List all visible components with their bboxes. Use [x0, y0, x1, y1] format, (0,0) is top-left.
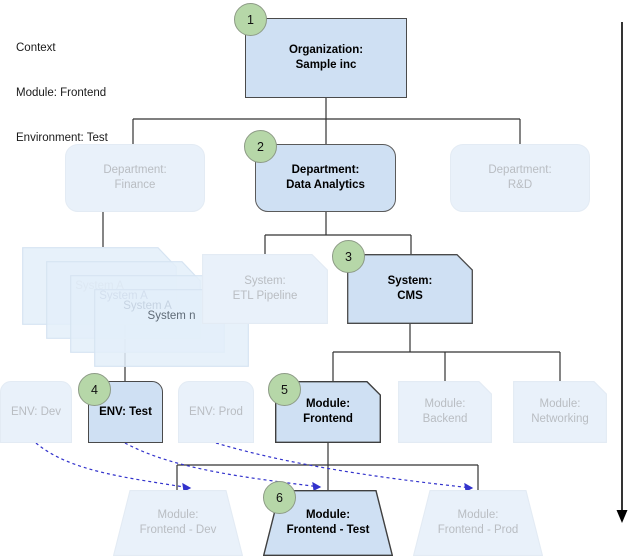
system-stack-label-4: System n: [147, 310, 196, 322]
context-legend: Context Module: Frontend Environment: Te…: [16, 11, 108, 176]
badge-2: 2: [244, 130, 277, 163]
badge-4: 4: [78, 373, 111, 406]
system-stack-label-1: System A: [75, 280, 124, 292]
node-department-data-analytics-label: Department: Data Analytics: [286, 164, 365, 191]
node-system-etl-pipeline[interactable]: System: ETL Pipeline: [202, 254, 328, 324]
context-title: Context: [16, 42, 56, 54]
context-module: Module: Frontend: [16, 87, 107, 99]
node-system-cms[interactable]: System: CMS: [347, 254, 473, 324]
node-department-rd[interactable]: Department: R&D: [450, 144, 590, 212]
node-env-prod-label: ENV: Prod: [189, 405, 243, 418]
downward-flow-arrow: [616, 22, 628, 523]
node-env-test-label: ENV: Test: [99, 405, 152, 418]
system-stack-label-3: System A: [123, 300, 172, 312]
system-stack-label-2: System A: [99, 290, 148, 302]
node-department-rd-label: Department: R&D: [488, 164, 552, 191]
node-department-data-analytics[interactable]: Department: Data Analytics: [255, 144, 396, 212]
node-module-backend[interactable]: Module: Backend: [398, 381, 492, 443]
node-department-finance-label: Department: Finance: [103, 164, 167, 191]
node-module-networking[interactable]: Module: Networking: [513, 381, 607, 443]
badge-5: 5: [268, 373, 301, 406]
node-env-prod[interactable]: ENV: Prod: [178, 381, 254, 443]
node-department-finance[interactable]: Department: Finance: [65, 144, 205, 212]
node-module-frontend-dev[interactable]: Module: Frontend - Dev: [113, 490, 243, 556]
node-organization-label: Organization: Sample inc: [288, 44, 364, 71]
context-environment: Environment: Test: [16, 132, 108, 144]
node-env-dev-label: ENV: Dev: [10, 405, 62, 418]
badge-3: 3: [332, 240, 365, 273]
node-organization[interactable]: Organization: Sample inc: [245, 18, 407, 98]
node-module-frontend-prod[interactable]: Module: Frontend - Prod: [413, 490, 543, 556]
badge-1: 1: [234, 3, 267, 36]
node-env-dev[interactable]: ENV: Dev: [0, 381, 72, 443]
badge-6: 6: [263, 481, 296, 514]
